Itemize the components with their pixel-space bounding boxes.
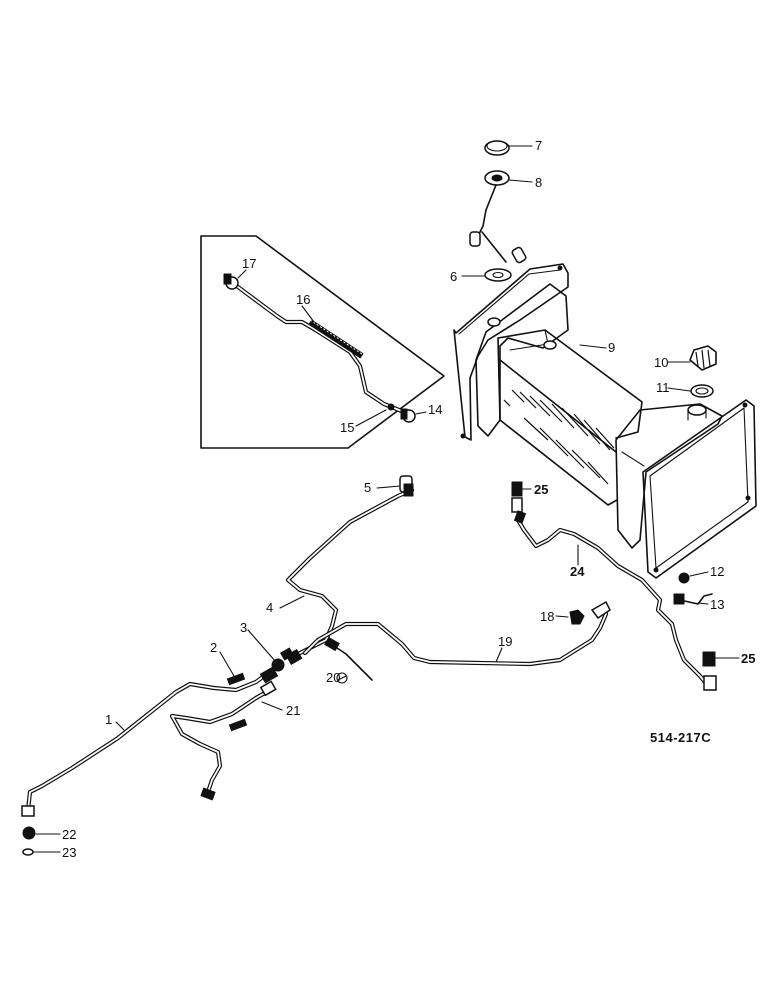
leader-lines xyxy=(33,145,740,853)
callout-1: 1 xyxy=(105,712,112,727)
fuel-lines xyxy=(25,487,713,813)
callout-3: 3 xyxy=(240,620,247,635)
callout-25-upper: 25 xyxy=(534,482,548,497)
callout-12: 12 xyxy=(710,564,724,579)
callout-17: 17 xyxy=(242,256,256,271)
callout-21: 21 xyxy=(286,703,300,718)
callout-7: 7 xyxy=(535,138,542,153)
callout-13: 13 xyxy=(710,597,724,612)
fittings xyxy=(21,475,717,856)
callout-24: 24 xyxy=(570,564,585,579)
callout-6: 6 xyxy=(450,269,457,284)
callout-2: 2 xyxy=(210,640,217,655)
callout-20: 20 xyxy=(326,670,340,685)
sender-assembly xyxy=(469,140,527,282)
callout-25-lower: 25 xyxy=(741,651,755,666)
callouts: 7 8 6 9 10 11 17 16 15 14 5 25 24 12 13 … xyxy=(62,138,755,860)
callout-8: 8 xyxy=(535,175,542,190)
callout-19: 19 xyxy=(498,634,512,649)
callout-5: 5 xyxy=(364,480,371,495)
callout-9: 9 xyxy=(608,340,615,355)
callout-22: 22 xyxy=(62,827,76,842)
callout-15: 15 xyxy=(340,420,354,435)
figure-reference: 514-217C xyxy=(650,730,711,745)
callout-23: 23 xyxy=(62,845,76,860)
callout-14: 14 xyxy=(428,402,442,417)
callout-10: 10 xyxy=(654,355,668,370)
callout-4: 4 xyxy=(266,600,273,615)
callout-18: 18 xyxy=(540,609,554,624)
fuel-tank xyxy=(453,263,757,579)
filler-cap xyxy=(689,345,717,398)
callout-11: 11 xyxy=(656,380,670,395)
callout-16: 16 xyxy=(296,292,310,307)
inset-panel xyxy=(200,235,445,449)
